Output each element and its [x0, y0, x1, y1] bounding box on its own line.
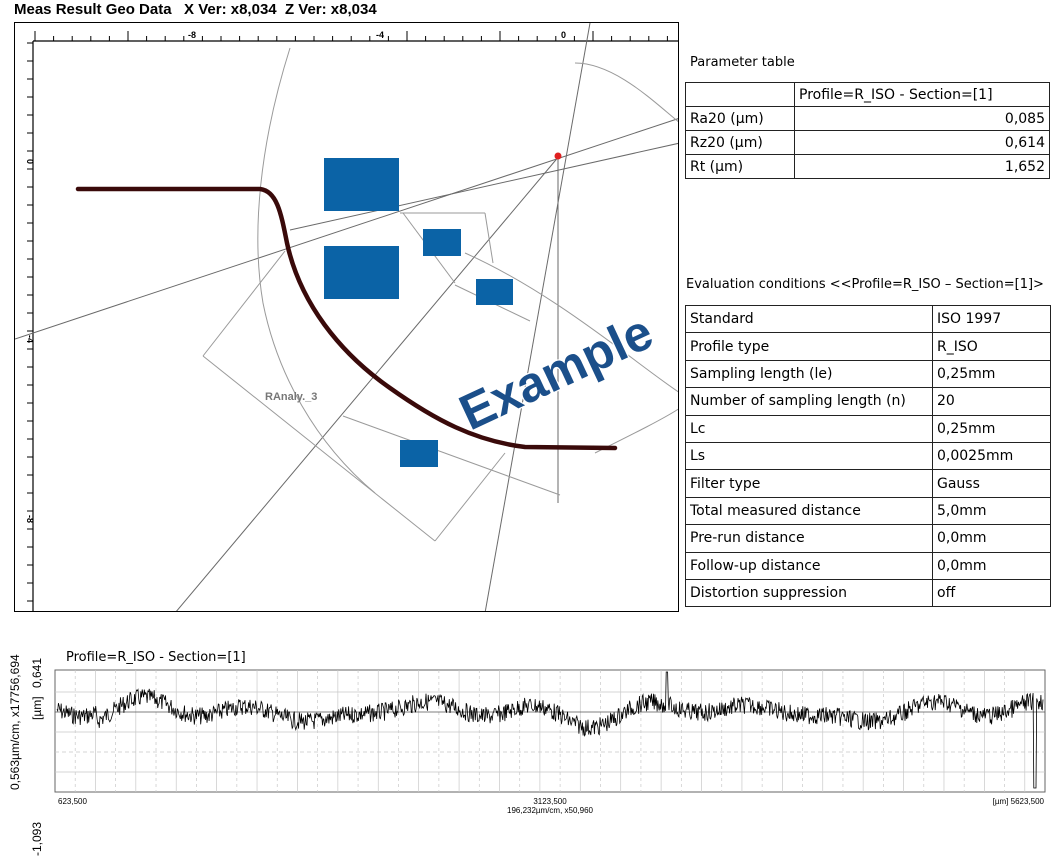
condition-name: Distortion suppression: [685, 578, 933, 608]
parameter-name: Ra20 (µm): [685, 106, 795, 131]
evaluation-conditions-caption: Evaluation conditions <<Profile=R_ISO – …: [686, 277, 1044, 292]
parameter-name: Rz20 (µm): [685, 130, 795, 155]
x-axis-left-label: 623,500: [58, 797, 87, 806]
arc-line: [257, 47, 376, 494]
label-box: [324, 246, 399, 299]
x-axis-right-label: [µm] 5623,500: [993, 797, 1045, 806]
left-ruler: [27, 42, 33, 602]
condition-name: Total measured distance: [685, 496, 933, 526]
condition-name: Ls: [685, 441, 933, 471]
condition-name: Filter type: [685, 469, 933, 498]
condition-value: Gauss: [932, 469, 1051, 498]
condition-name: Follow-up distance: [685, 551, 933, 580]
profile-grid: [55, 670, 1045, 792]
arc-line: [464, 252, 678, 393]
table-row: Rz20 (µm) 0,614: [685, 130, 1050, 155]
arc-line: [574, 62, 678, 123]
condition-value: ISO 1997: [932, 304, 1051, 334]
geo-data-plot: -8 -4 0 0 -4 -8: [15, 23, 678, 611]
construction-lines: [15, 23, 678, 611]
y-tick-label: -8: [25, 515, 35, 523]
dimension-line: [342, 415, 561, 496]
profile-plot-frame: [54, 669, 1046, 793]
condition-value: 0,25mm: [932, 414, 1051, 443]
profile-plot: 623,500 3123,500 196,232µm/cm, x50,960 […: [54, 669, 1046, 815]
construction-line: [176, 154, 561, 611]
dimension-lines: [202, 47, 678, 542]
condition-value: off: [932, 578, 1051, 608]
example-watermark: Example: [451, 303, 661, 441]
label-box: [423, 229, 461, 256]
dimension-line: [484, 212, 494, 264]
roughness-profile-panel[interactable]: 0,563µm/cm, x17756,694 [µm] 0,641 -1,093…: [0, 654, 1060, 860]
label-box: [400, 440, 438, 467]
parameter-value: 0,085: [794, 106, 1050, 131]
table-row: Number of sampling length (n)20: [685, 387, 1051, 416]
table-cell: [685, 82, 795, 107]
construction-line: [484, 23, 591, 611]
geo-panel-title: Meas Result Geo Data X Ver: x8,034 Z Ver…: [14, 1, 377, 18]
dimension-line: [202, 250, 286, 357]
condition-value: 0,0mm: [932, 524, 1051, 553]
x-tick-label: -8: [188, 30, 196, 40]
table-row: Rt (µm) 1,652: [685, 154, 1050, 179]
y-tick-label: -4: [25, 335, 35, 343]
condition-value: 20: [932, 387, 1051, 416]
parameter-table: Profile=R_ISO - Section=[1] Ra20 (µm) 0,…: [685, 82, 1050, 179]
x-tick-label: 0: [561, 30, 566, 40]
table-header-cell: Profile=R_ISO - Section=[1]: [794, 82, 1050, 107]
condition-value: 0,0mm: [932, 551, 1051, 580]
y-tick-label: 0: [25, 159, 35, 164]
condition-name: Standard: [685, 304, 933, 334]
parameter-value: 1,652: [794, 154, 1050, 179]
parameter-table-caption: Parameter table: [690, 55, 795, 70]
x-axis-scale-label: 196,232µm/cm, x50,960: [507, 806, 594, 815]
annotation-label: RAnaly._3: [265, 391, 317, 403]
geo-data-panel[interactable]: -8 -4 0 0 -4 -8: [14, 22, 679, 612]
table-header-row: Profile=R_ISO - Section=[1]: [685, 82, 1050, 107]
x-tick-label: -4: [376, 30, 384, 40]
table-row: Sampling length (le)0,25mm: [685, 359, 1051, 389]
parameter-name: Rt (µm): [685, 154, 795, 179]
parameter-value: 0,614: [794, 130, 1050, 155]
profile-caption: Profile=R_ISO - Section=[1]: [66, 650, 246, 665]
condition-name: Number of sampling length (n): [685, 387, 933, 416]
condition-value: 0,0025mm: [932, 441, 1051, 471]
top-ruler: [34, 31, 668, 41]
construction-line: [289, 142, 678, 231]
label-box: [324, 158, 399, 211]
construction-line: [15, 118, 678, 340]
dimension-line: [202, 355, 436, 542]
profile-signal-line: [56, 671, 1044, 789]
table-row: Ra20 (µm) 0,085: [685, 106, 1050, 131]
x-axis-mid-label: 3123,500: [533, 797, 567, 806]
condition-value: 0,25mm: [932, 359, 1051, 389]
label-box: [476, 279, 513, 305]
condition-name: Profile type: [685, 332, 933, 361]
dimension-line: [434, 452, 506, 542]
condition-name: Sampling length (le): [685, 359, 933, 389]
condition-name: Lc: [685, 414, 933, 443]
profile-curve: [75, 186, 618, 451]
condition-value: 5,0mm: [932, 496, 1051, 526]
intersection-point: [554, 152, 562, 160]
condition-value: R_ISO: [932, 332, 1051, 361]
condition-name: Pre-run distance: [685, 524, 933, 553]
